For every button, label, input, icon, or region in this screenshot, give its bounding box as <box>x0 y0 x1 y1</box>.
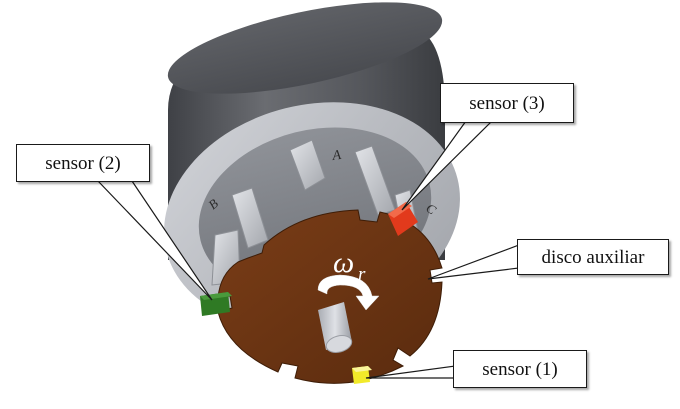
rotor-speed-subscript: r <box>358 264 366 285</box>
sensor-1-block <box>352 366 372 384</box>
rotor-speed-symbol: ω <box>333 246 354 279</box>
label-sensor-2: sensor (2) <box>16 144 150 182</box>
sensor-2-block <box>200 292 232 316</box>
label-sensor-3: sensor (3) <box>440 83 574 123</box>
phase-label-a: A <box>330 148 342 164</box>
shaft <box>318 302 353 353</box>
label-sensor-1: sensor (1) <box>453 350 587 388</box>
label-disco-auxiliar: disco auxiliar <box>517 239 669 275</box>
rotation-arrow-icon <box>317 274 380 311</box>
